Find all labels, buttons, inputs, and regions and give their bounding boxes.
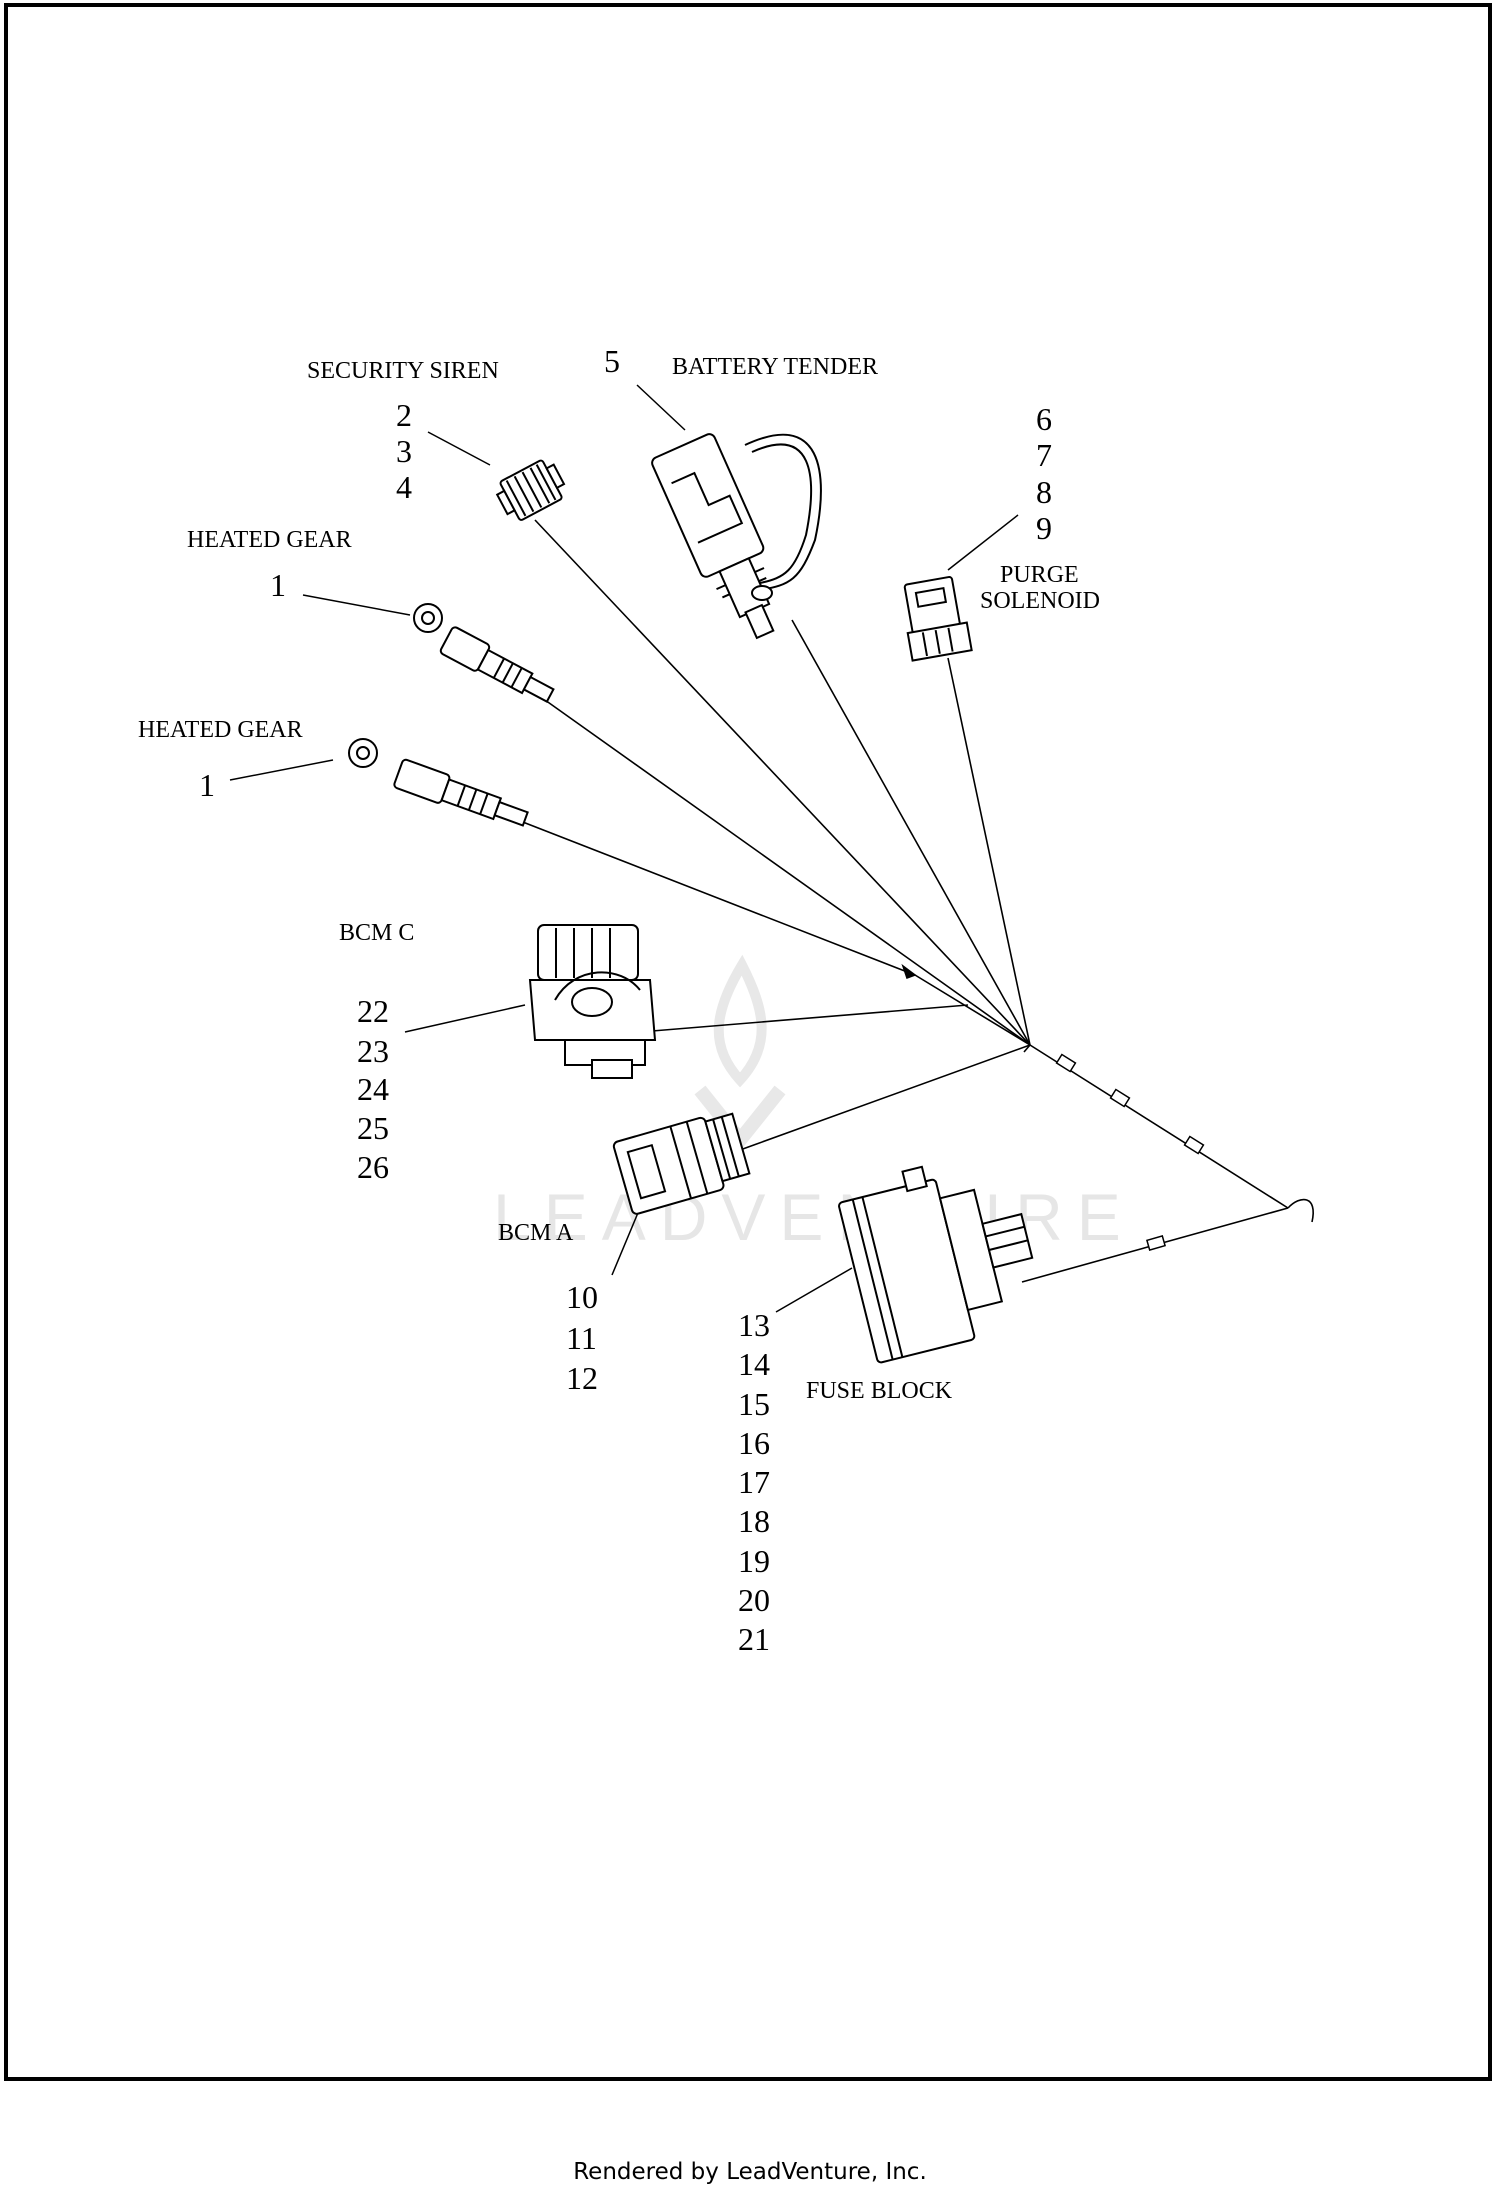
leader-purge-solenoid [947,514,1019,571]
wire-battery-tender [791,619,1031,1046]
wire-bcm-c [639,1004,969,1033]
wire-heated-gear-lower [491,809,916,976]
label-security-siren: SECURITY SIREN [307,358,499,384]
label-bcm-c: BCM C [339,920,414,946]
leader-battery-tender [636,384,686,431]
wire-purge-solenoid [947,657,1031,1046]
label-bcm-a: BCM A [498,1220,574,1246]
label-solenoid: SOLENOID [980,588,1100,614]
callout-17: 17 [738,1464,770,1500]
wire-arrowhead [901,963,917,980]
callout-9: 9 [1036,510,1052,546]
callout-14: 14 [738,1346,770,1382]
wire-bcm-a [739,1044,1031,1151]
callout-23: 23 [357,1033,389,1069]
leader-bcm-c [404,1004,526,1033]
render-credit-footer: Rendered by LeadVenture, Inc. [573,2159,927,2185]
callout-1-lower: 1 [199,767,215,803]
heated-gear-lower-connector [348,738,529,827]
wire-heated-gear-lower-branch [914,974,1031,1046]
label-heated-gear-lower: HEATED GEAR [138,717,303,743]
harness-tape-markers [1055,1053,1205,1251]
label-purge: PURGE [1000,562,1079,588]
label-battery-tender: BATTERY TENDER [672,354,878,380]
wire-trunk [1029,1044,1289,1209]
purge-solenoid-connector [903,576,973,662]
harness-wires [491,519,1314,1283]
callout-3: 3 [396,433,412,469]
callout-21: 21 [738,1621,770,1657]
wire-trunk-end-loop [1287,1198,1314,1223]
callout-10: 10 [566,1279,598,1315]
wire-heated-gear-upper [544,699,1031,1046]
fuse-block [838,1165,1034,1364]
callout-5: 5 [604,343,620,379]
leader-fuse-block [775,1267,853,1313]
security-siren-connector [495,459,566,521]
callout-19: 19 [738,1543,770,1579]
diagram-frame [4,3,1492,2081]
leader-bcm-a [611,1207,641,1276]
callout-26: 26 [357,1149,389,1185]
heated-gear-upper-connector [413,603,555,703]
callout-8: 8 [1036,474,1052,510]
bcm-a-connector [612,1112,751,1215]
leader-heated-gear-lower [229,759,334,781]
callout-24: 24 [357,1071,389,1107]
label-fuse-block: FUSE BLOCK [806,1378,953,1404]
callout-25: 25 [357,1110,389,1146]
callout-1-upper: 1 [270,567,286,603]
tape-marker [1146,1235,1166,1251]
tape-marker [1183,1135,1205,1155]
component-labels: SECURITY SIREN BATTERY TENDER HEATED GEA… [138,354,1100,1404]
battery-tender-connector [651,433,822,640]
callout-11: 11 [566,1320,597,1356]
callout-7: 7 [1036,437,1052,473]
harness-junction-mark [1023,1039,1031,1053]
callout-20: 20 [738,1582,770,1618]
callout-16: 16 [738,1425,770,1461]
callout-4: 4 [396,469,412,505]
callout-2: 2 [396,397,412,433]
callout-15: 15 [738,1386,770,1422]
callout-18: 18 [738,1503,770,1539]
leader-heated-gear-upper [302,594,411,616]
callout-22: 22 [357,993,389,1029]
leader-security-siren [427,431,491,466]
wire-security-siren [534,519,1031,1046]
callout-12: 12 [566,1360,598,1396]
callout-6: 6 [1036,401,1052,437]
watermark-text: LEADVENTURE [493,1180,1135,1254]
tape-marker [1109,1088,1131,1108]
bcm-c-connector [528,924,657,1079]
callout-leaders [229,384,1019,1313]
tape-marker [1055,1053,1077,1073]
callout-13: 13 [738,1307,770,1343]
callout-numbers: 2 3 4 5 6 7 8 9 1 1 22 23 24 25 26 10 11… [199,343,1052,1657]
label-heated-gear-upper: HEATED GEAR [187,527,352,553]
